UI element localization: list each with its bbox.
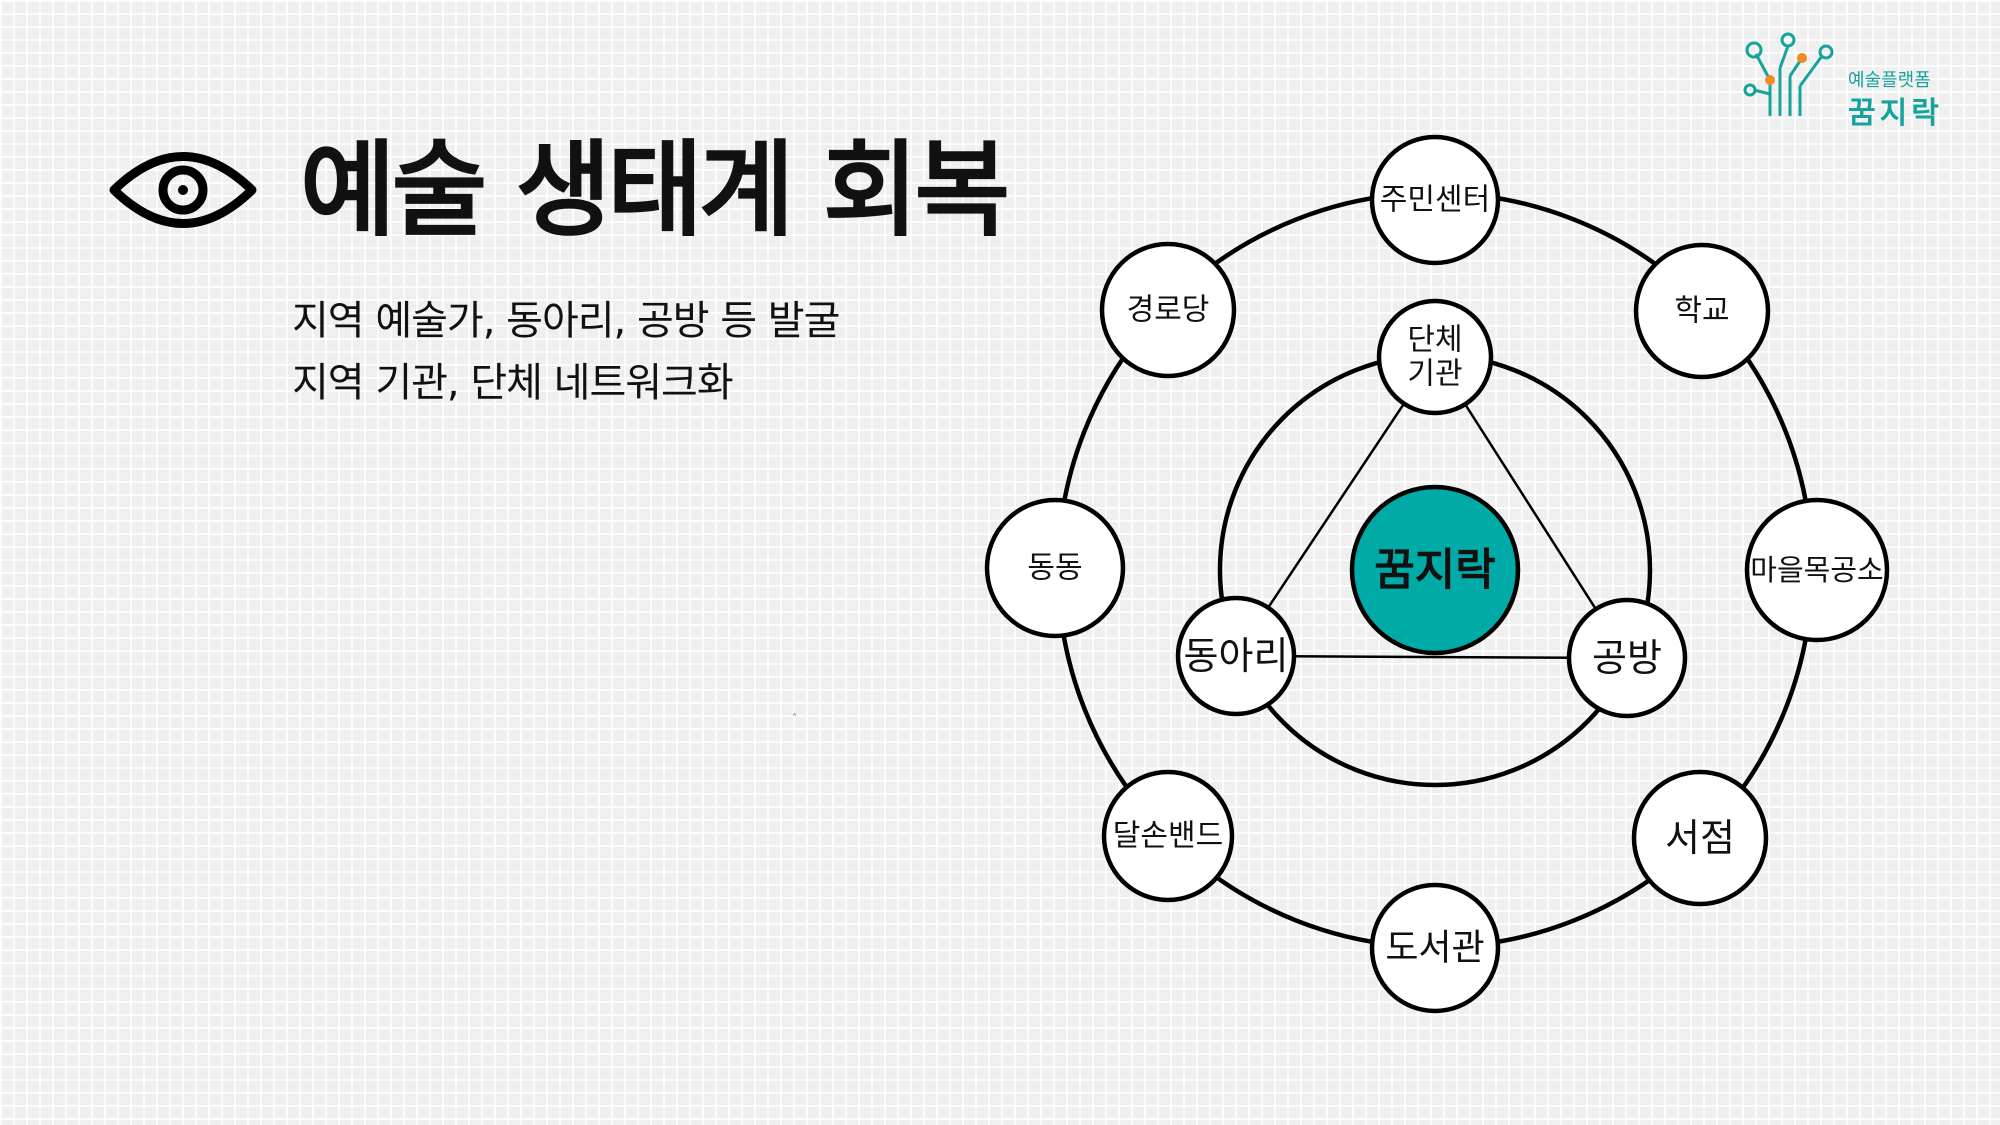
logo-tree-icon xyxy=(1743,32,1834,116)
node-jumin-circle xyxy=(1369,134,1501,266)
node-dongari-circle xyxy=(1175,595,1297,717)
node-danche-label: 단체 xyxy=(1407,323,1462,358)
node-gongbang: 공방 xyxy=(1566,597,1688,719)
node-bookstore-label: 서점 xyxy=(1665,816,1735,860)
node-danche-label: 기관 xyxy=(1407,357,1462,392)
node-village-label: 마을목공소 xyxy=(1750,553,1883,587)
node-center-label: 꿈지락 xyxy=(1374,545,1495,596)
node-dongari-label: 동아리 xyxy=(1184,634,1289,678)
logo-subtitle: 예술플랫폼 xyxy=(1848,70,1931,91)
brand-logo: 예술플랫폼 꿈지락 xyxy=(1740,28,1990,131)
connector-line xyxy=(1235,654,1628,660)
node-band-circle xyxy=(1101,769,1235,903)
node-bookstore: 서점 xyxy=(1631,769,1769,907)
logo-name: 꿈지락 xyxy=(1848,96,1943,131)
node-gongbang-circle xyxy=(1566,597,1688,719)
node-danche-circle xyxy=(1376,298,1494,416)
stray-mark: ˄ xyxy=(792,713,797,724)
node-seniors-circle xyxy=(1099,241,1237,379)
node-seniors: 경로당 xyxy=(1099,241,1237,379)
node-dongdong: 동동 xyxy=(984,497,1126,639)
eye-icon xyxy=(109,152,257,228)
node-school-label: 학교 xyxy=(1674,294,1729,329)
node-school: 학교 xyxy=(1633,242,1771,380)
node-bookstore-circle xyxy=(1631,769,1769,907)
node-school-circle xyxy=(1633,242,1771,380)
bullet-item: 지역 기관, 단체 네트워크화 xyxy=(292,360,734,406)
bullet-list: 지역 예술가, 동아리, 공방 등 발굴 지역 기관, 단체 네트워크화 xyxy=(292,290,840,414)
node-center: 꿈지락 xyxy=(1349,484,1521,656)
node-dongdong-label: 동동 xyxy=(1027,551,1082,586)
node-seniors-label: 경로당 xyxy=(1127,293,1210,328)
node-village: 마을목공소 xyxy=(1744,497,1890,643)
node-library-circle xyxy=(1369,882,1501,1014)
node-dongari: 동아리 xyxy=(1175,595,1297,717)
node-library: 도서관 xyxy=(1369,882,1501,1014)
bullet-item: 지역 예술가, 동아리, 공방 등 발굴 xyxy=(292,298,840,344)
title-row: 예술 생태계 회복 xyxy=(108,129,1010,251)
node-jumin-label: 주민센터 xyxy=(1380,183,1490,218)
node-dongdong-circle xyxy=(984,497,1126,639)
node-band: 달손밴드 xyxy=(1101,769,1235,903)
node-gongbang-label: 공방 xyxy=(1592,636,1662,680)
node-center-circle xyxy=(1349,484,1521,656)
node-jumin: 주민센터 xyxy=(1369,134,1501,266)
page-title: 예술 생태계 회복 xyxy=(300,129,1010,251)
node-band-label: 달손밴드 xyxy=(1113,819,1223,854)
node-library-label: 도서관 xyxy=(1385,928,1484,969)
node-village-circle xyxy=(1744,497,1890,643)
